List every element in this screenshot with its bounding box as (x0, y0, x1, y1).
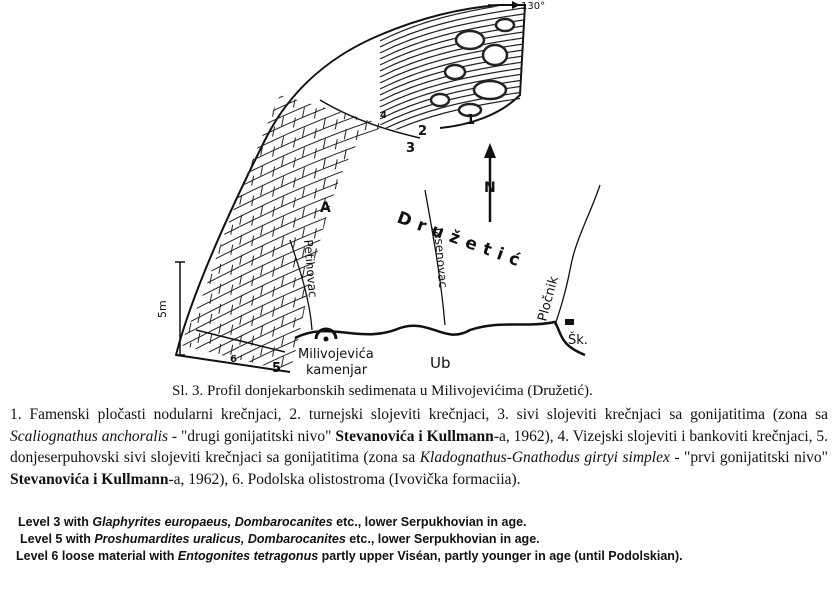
description-author-2: Stevanovića i Kullmann (10, 470, 169, 488)
description-text-5: -a, 1962), 6. Podolska olistostroma (Ivo… (168, 470, 521, 488)
stratum-number-5: 5 (272, 361, 281, 376)
stream-plocnik (554, 184, 601, 326)
stream-petinovac-label: Petinovac (301, 239, 320, 298)
description-author-1: Stevanovića i Kullmann (335, 427, 494, 445)
bed-boundary-5 (195, 329, 286, 353)
quarry-icon (314, 327, 338, 342)
river-ub (294, 320, 586, 357)
north-label: N (484, 180, 496, 196)
level-3-taxa: Glaphyrites europaeus, Dombarocanites (92, 515, 333, 529)
description-taxon-2: Kladognathus-Gnathodus girtyi simplex (419, 449, 670, 466)
level-5-taxa: Proshumardites uralicus, Dombarocanites (94, 532, 346, 546)
stratum-number-4: 4 (380, 110, 387, 121)
stream-jasenovac-label: Jasenovac (431, 226, 450, 289)
quarry-type-label: kamenjar (306, 363, 368, 378)
level-5-prefix: Level 5 with (20, 532, 95, 546)
region-label: Družetić (394, 208, 529, 273)
quarry-name-label: Milivojevića (298, 347, 374, 362)
figure-description: 1. Famenski pločasti nodularni krečnjaci… (10, 404, 828, 490)
description-text-3: -a, 1962), 4. Vizejski slojeviti i banko… (10, 427, 829, 467)
figure-caption: Sl. 3. Profil donjekarbonskih sedimenata… (172, 383, 593, 399)
scale-label: 5m (156, 300, 169, 318)
geological-profile-figure: 130° N 1 2 3 4 5 6 A Družetić Petinovac … (156, 1, 601, 378)
stream-petinovac (289, 239, 313, 331)
level-3-suffix: etc., lower Serpukhovian in age. (332, 515, 527, 529)
levels-notes: Level 3 with Glaphyrites europaeus, Domb… (14, 514, 824, 565)
stream-jasenovac (424, 189, 446, 326)
stratum-number-2: 2 (418, 124, 427, 139)
level-5-suffix: etc., lower Serpukhovian in age. (345, 532, 540, 546)
river-ub-label: Ub (430, 354, 451, 372)
description-text-2: - "drugi gonijatitski nivo" (168, 427, 336, 445)
level-6-prefix: Level 6 loose material with (16, 549, 178, 563)
description-text-1: 1. Famenski pločasti nodularni krečnjaci… (10, 406, 828, 423)
stratum-number-3: 3 (406, 141, 415, 156)
stratum-number-1: 1 (466, 113, 475, 128)
scale-bar (175, 261, 185, 356)
level-5-note: Level 5 with Proshumardites uralicus, Do… (14, 531, 824, 548)
level-6-taxa: Entogonites tetragonus (177, 549, 319, 563)
level-6-suffix: partly upper Viséan, partly younger in a… (318, 549, 683, 563)
school-icon (565, 319, 574, 325)
description-taxon-1: Scaliognathus anchoralis (10, 427, 169, 445)
north-arrow-icon: N (484, 143, 496, 222)
level-3-note: Level 3 with Glaphyrites europaeus, Domb… (14, 514, 824, 531)
bearing-label: 130° (521, 1, 545, 12)
stratum-letter: A (320, 200, 331, 216)
level-6-note: Level 6 loose material with Entogonites … (14, 548, 824, 565)
profile-base (175, 354, 291, 373)
stratum-number-6: 6 (230, 354, 237, 365)
level-3-prefix: Level 3 with (18, 515, 93, 529)
description-text-4: - "prvi gonijatitski nivo" (669, 449, 828, 466)
bed-boundary-3 (319, 99, 421, 139)
school-label: Šk. (568, 332, 588, 348)
nodular-limestone-pattern (379, 5, 525, 130)
bearing-arrow: 130° (488, 1, 545, 12)
